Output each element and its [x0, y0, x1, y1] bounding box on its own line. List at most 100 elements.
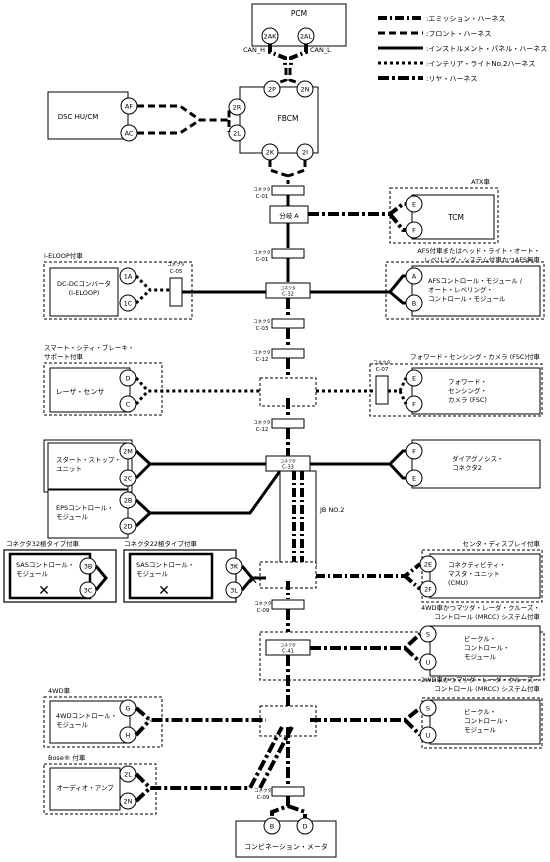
x-mark-wire: ✕: [248, 573, 258, 587]
mrcc2-condition: コントロール (MRCC) システム付車: [434, 684, 540, 693]
connector-c03: [271, 318, 305, 329]
harness-wire: [403, 646, 422, 664]
connector-c01-label: C-01: [256, 194, 269, 200]
can-l-label: CAN_L: [310, 46, 331, 54]
harness-wire: [94, 565, 108, 591]
pin-label: 1A: [124, 273, 133, 281]
pin-label: 2M: [123, 448, 133, 456]
connector-c01-b: [271, 248, 305, 259]
legend-label: :エミッション・ハーネス: [426, 15, 505, 23]
pin-label: E: [412, 201, 416, 209]
pin-label: 2D: [123, 523, 132, 531]
pin-label: B: [412, 300, 416, 308]
connector-kanji: コネクタ: [167, 261, 185, 268]
afs-label: AFSコントロール・モジュール /: [428, 277, 523, 285]
harness-wire: [134, 718, 152, 737]
harness-wire: [134, 376, 260, 393]
harness-wire: [388, 462, 406, 480]
connector-c05-label: C-05: [170, 269, 183, 275]
mrcc2-condition: 2WD車かつマツダ・レーダ・クルーズ・: [421, 675, 540, 684]
pin-label: 2E: [424, 561, 432, 569]
connector-c09a-label: C-09: [257, 608, 270, 614]
afs-label: オート・レベリング・: [428, 285, 493, 294]
laser-box: [49, 367, 131, 413]
cmu-label: マスタ・ユニット: [448, 569, 500, 578]
harness-wire: [258, 726, 294, 789]
pin-label: 2N: [301, 86, 310, 94]
connector-kanji: コネクタ: [253, 249, 271, 256]
connector-id: C-33: [282, 465, 294, 471]
sas32-condition: コネクタ32極タイプ付車: [6, 539, 80, 548]
pin-label: F: [412, 227, 416, 235]
harness-wire: [310, 274, 406, 294]
vcm4-label: ビークル・: [464, 634, 496, 643]
jb-label: JB NO.2: [319, 506, 344, 514]
pin-label: AF: [125, 103, 133, 111]
harness-wire: [137, 118, 201, 135]
connector-c07: [375, 375, 389, 405]
can-h-label: CAN_H: [243, 46, 265, 54]
connector-c07-label: C-07: [376, 367, 389, 373]
connector-c09-b: [271, 786, 305, 797]
harness-wire: [403, 718, 422, 737]
afs-condition: レベリング・システム付車かつAFS無車: [424, 255, 541, 264]
fsc-label: フォワード・: [448, 378, 487, 386]
connector-kanji: コネクタ: [254, 787, 272, 794]
x-mark: ✕: [38, 583, 50, 599]
vcm4-label: コントロール・: [464, 644, 510, 652]
pin-label: 2L: [233, 130, 241, 138]
laser-label: レーザ・センサ: [56, 388, 105, 396]
fsc-condition: フォワード・センシング・カメラ (FSC)付車: [410, 352, 540, 361]
vcm2-label: モジュール: [464, 726, 497, 734]
pin-label: E: [412, 375, 416, 383]
vcm2-box: [429, 699, 541, 745]
harness-wire: [240, 577, 254, 591]
diag-label: ダイアグノシス・: [452, 454, 504, 463]
fsc-label: センシング・: [448, 386, 487, 395]
harness-wire: [310, 449, 406, 466]
ieloop-condition: i-ELOOP付車: [44, 251, 83, 260]
harness-wire: [316, 562, 422, 578]
harness-wire: [288, 68, 307, 89]
cmu-box: [429, 553, 541, 599]
harness-wire: [270, 796, 290, 820]
amp-box: [49, 767, 121, 811]
pin-label: 2C: [124, 475, 133, 483]
connector-kanji: コネクタ: [253, 349, 271, 356]
pin-fbcm-2n: [296, 80, 314, 98]
harness-wire: [287, 804, 307, 820]
pin-label: S: [426, 705, 430, 713]
sas32-label: SASコントロール・: [16, 561, 74, 569]
pin-label: 2AL: [300, 33, 313, 41]
connector-c12-a: [271, 348, 305, 359]
x-mark: ✕: [158, 583, 170, 599]
dcdc-label: DC-DCコンバータ: [57, 279, 111, 288]
vcm2-label: コントロール・: [464, 717, 510, 725]
harness-wire: [134, 389, 150, 406]
eps-box: [47, 489, 129, 539]
eps-label: EPSコントロール・: [56, 504, 114, 512]
pin-label: F: [412, 401, 416, 409]
connector-kanji: コネクタ: [253, 419, 271, 426]
vcm2-label: ビークル・: [464, 707, 496, 716]
pin-label: S: [426, 631, 430, 639]
mrcc4-condition: コントロール (MRCC) システム付車: [434, 612, 540, 621]
meter-box: [235, 820, 337, 858]
atx-condition: ATX車: [471, 177, 490, 186]
afs-label: コントロール・モジュール: [428, 295, 506, 303]
pin-label: 2B: [124, 497, 133, 505]
cmu-label: コネクティビティ・: [448, 560, 506, 569]
awd-condition: 4WD車: [48, 686, 71, 695]
harness-wire: [289, 44, 308, 68]
harness-wire: [134, 470, 282, 515]
pin-label: 2AK: [264, 33, 278, 41]
harness-wire: [310, 706, 422, 722]
connector-c01b-label: C-01: [256, 257, 269, 263]
start-stop-box: [47, 442, 129, 490]
afs-box: [411, 265, 541, 317]
dcdc-box: [49, 267, 119, 317]
legend-label: :インテリア・ライトNo.2ハーネス: [426, 60, 535, 68]
pin-label: 2N: [124, 798, 133, 806]
harness-wire: [134, 511, 152, 528]
